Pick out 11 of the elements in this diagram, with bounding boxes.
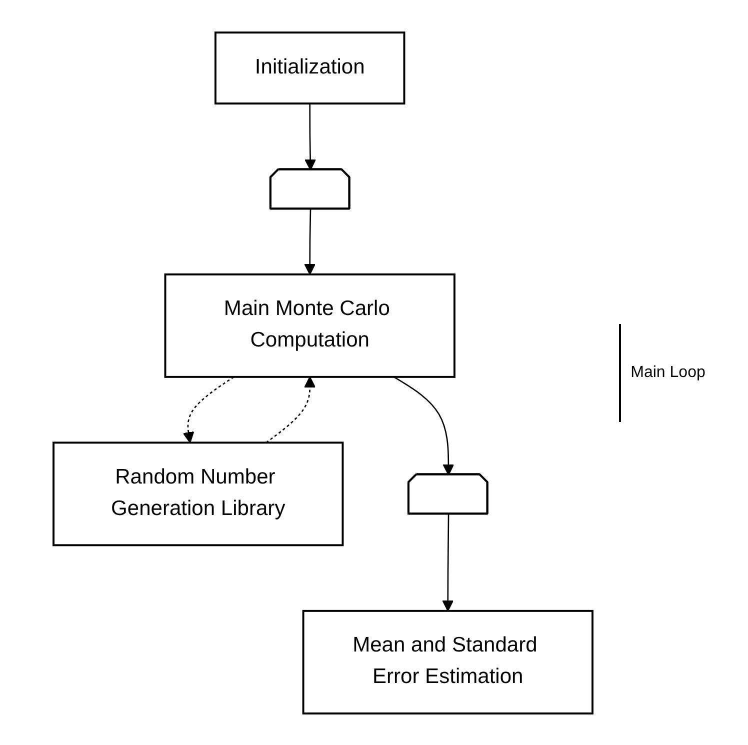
arrow <box>265 376 316 443</box>
arrow <box>442 514 454 611</box>
node-box: Random Number Generation Library <box>52 441 344 546</box>
arrow <box>182 376 234 443</box>
arrow <box>304 208 316 274</box>
node-box: Main Monte Carlo Computation <box>164 272 456 378</box>
node-box: Mean and Standard Error Estimation <box>302 609 594 714</box>
arrow <box>304 103 316 170</box>
arrow <box>393 376 454 475</box>
node-box: Initialization <box>214 31 405 104</box>
loop-label: Main Loop <box>618 324 706 422</box>
